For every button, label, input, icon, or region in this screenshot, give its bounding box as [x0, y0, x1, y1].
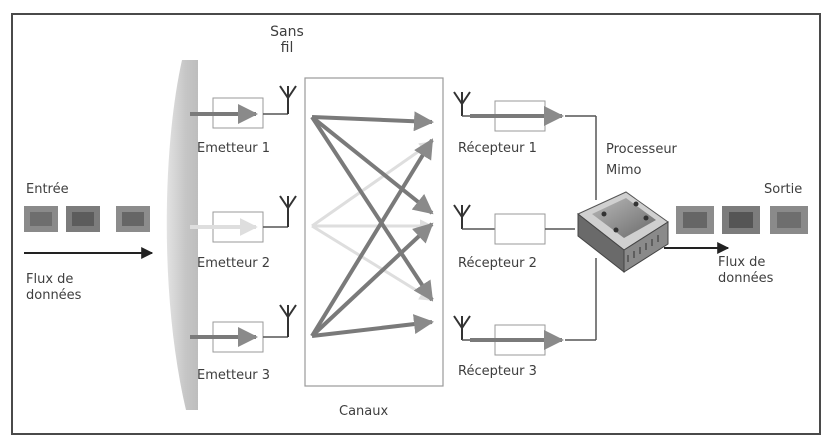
receiver-3-label: Récepteur 3 — [458, 364, 537, 380]
output-data-blocks — [676, 206, 808, 234]
receiver-3 — [454, 258, 596, 355]
input-data-blocks — [24, 206, 150, 232]
receiver-2-label: Récepteur 2 — [458, 256, 537, 272]
channels-label: Canaux — [339, 404, 388, 420]
processor-label: Processeur Mimo — [606, 139, 677, 181]
emitter-1-label: Emetteur 1 — [197, 141, 270, 157]
emitter-2 — [190, 196, 296, 242]
emitter-1 — [190, 86, 296, 128]
input-label: Entrée — [26, 182, 69, 198]
mimo-processor-chip-icon — [578, 192, 668, 272]
wireless-title: Sans fil — [262, 24, 312, 56]
output-label: Sortie — [764, 182, 802, 198]
input-flow-label: Flux de données — [26, 272, 81, 304]
receiver-2 — [454, 205, 575, 244]
emitter-2-label: Emetteur 2 — [197, 256, 270, 272]
emitter-3 — [190, 305, 296, 352]
output-flow-label: Flux de données — [718, 255, 773, 287]
emitter-3-label: Emetteur 3 — [197, 368, 270, 384]
receiver-1-label: Récepteur 1 — [458, 141, 537, 157]
